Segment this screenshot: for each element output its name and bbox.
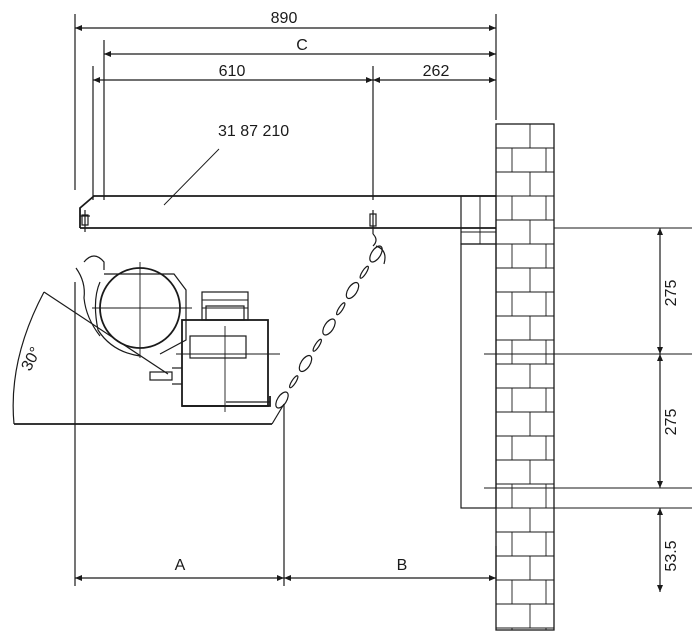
dim-vertical-lower-label: 53.5 bbox=[663, 540, 680, 571]
chain-link bbox=[312, 338, 322, 352]
dim-left-span-label: 610 bbox=[219, 63, 246, 80]
dim-b-label: B bbox=[397, 557, 408, 574]
dim-overall-label: 890 bbox=[271, 10, 298, 27]
boom-right-eye bbox=[369, 210, 377, 247]
dim-right-span-label: 262 bbox=[423, 63, 450, 80]
chain-link bbox=[359, 265, 369, 279]
extension-lines bbox=[74, 14, 692, 590]
angle-construction bbox=[12, 291, 285, 425]
chain-link bbox=[345, 281, 360, 300]
dim-vertical-middle-label: 275 bbox=[663, 409, 680, 436]
boom-left-eye bbox=[81, 210, 89, 232]
chain bbox=[275, 245, 386, 409]
dim-c-label: C bbox=[296, 37, 308, 54]
wall-bracket bbox=[460, 195, 497, 509]
dim-a-label: A bbox=[175, 557, 186, 574]
chain-link bbox=[369, 245, 383, 263]
chain-link bbox=[275, 391, 289, 409]
dim-vertical-upper-label: 275 bbox=[663, 280, 680, 307]
brick-wall bbox=[495, 123, 555, 631]
part-leader bbox=[163, 148, 220, 206]
dimension-lines bbox=[75, 25, 663, 592]
angle-label: 30° bbox=[19, 345, 45, 374]
chain-link bbox=[322, 318, 336, 336]
winch-unit bbox=[75, 255, 280, 412]
part-number: 31 87 210 bbox=[218, 123, 289, 140]
chain-link bbox=[336, 302, 346, 316]
chain-link bbox=[289, 375, 299, 389]
chain-link bbox=[298, 354, 313, 373]
boom-arm bbox=[79, 195, 496, 229]
